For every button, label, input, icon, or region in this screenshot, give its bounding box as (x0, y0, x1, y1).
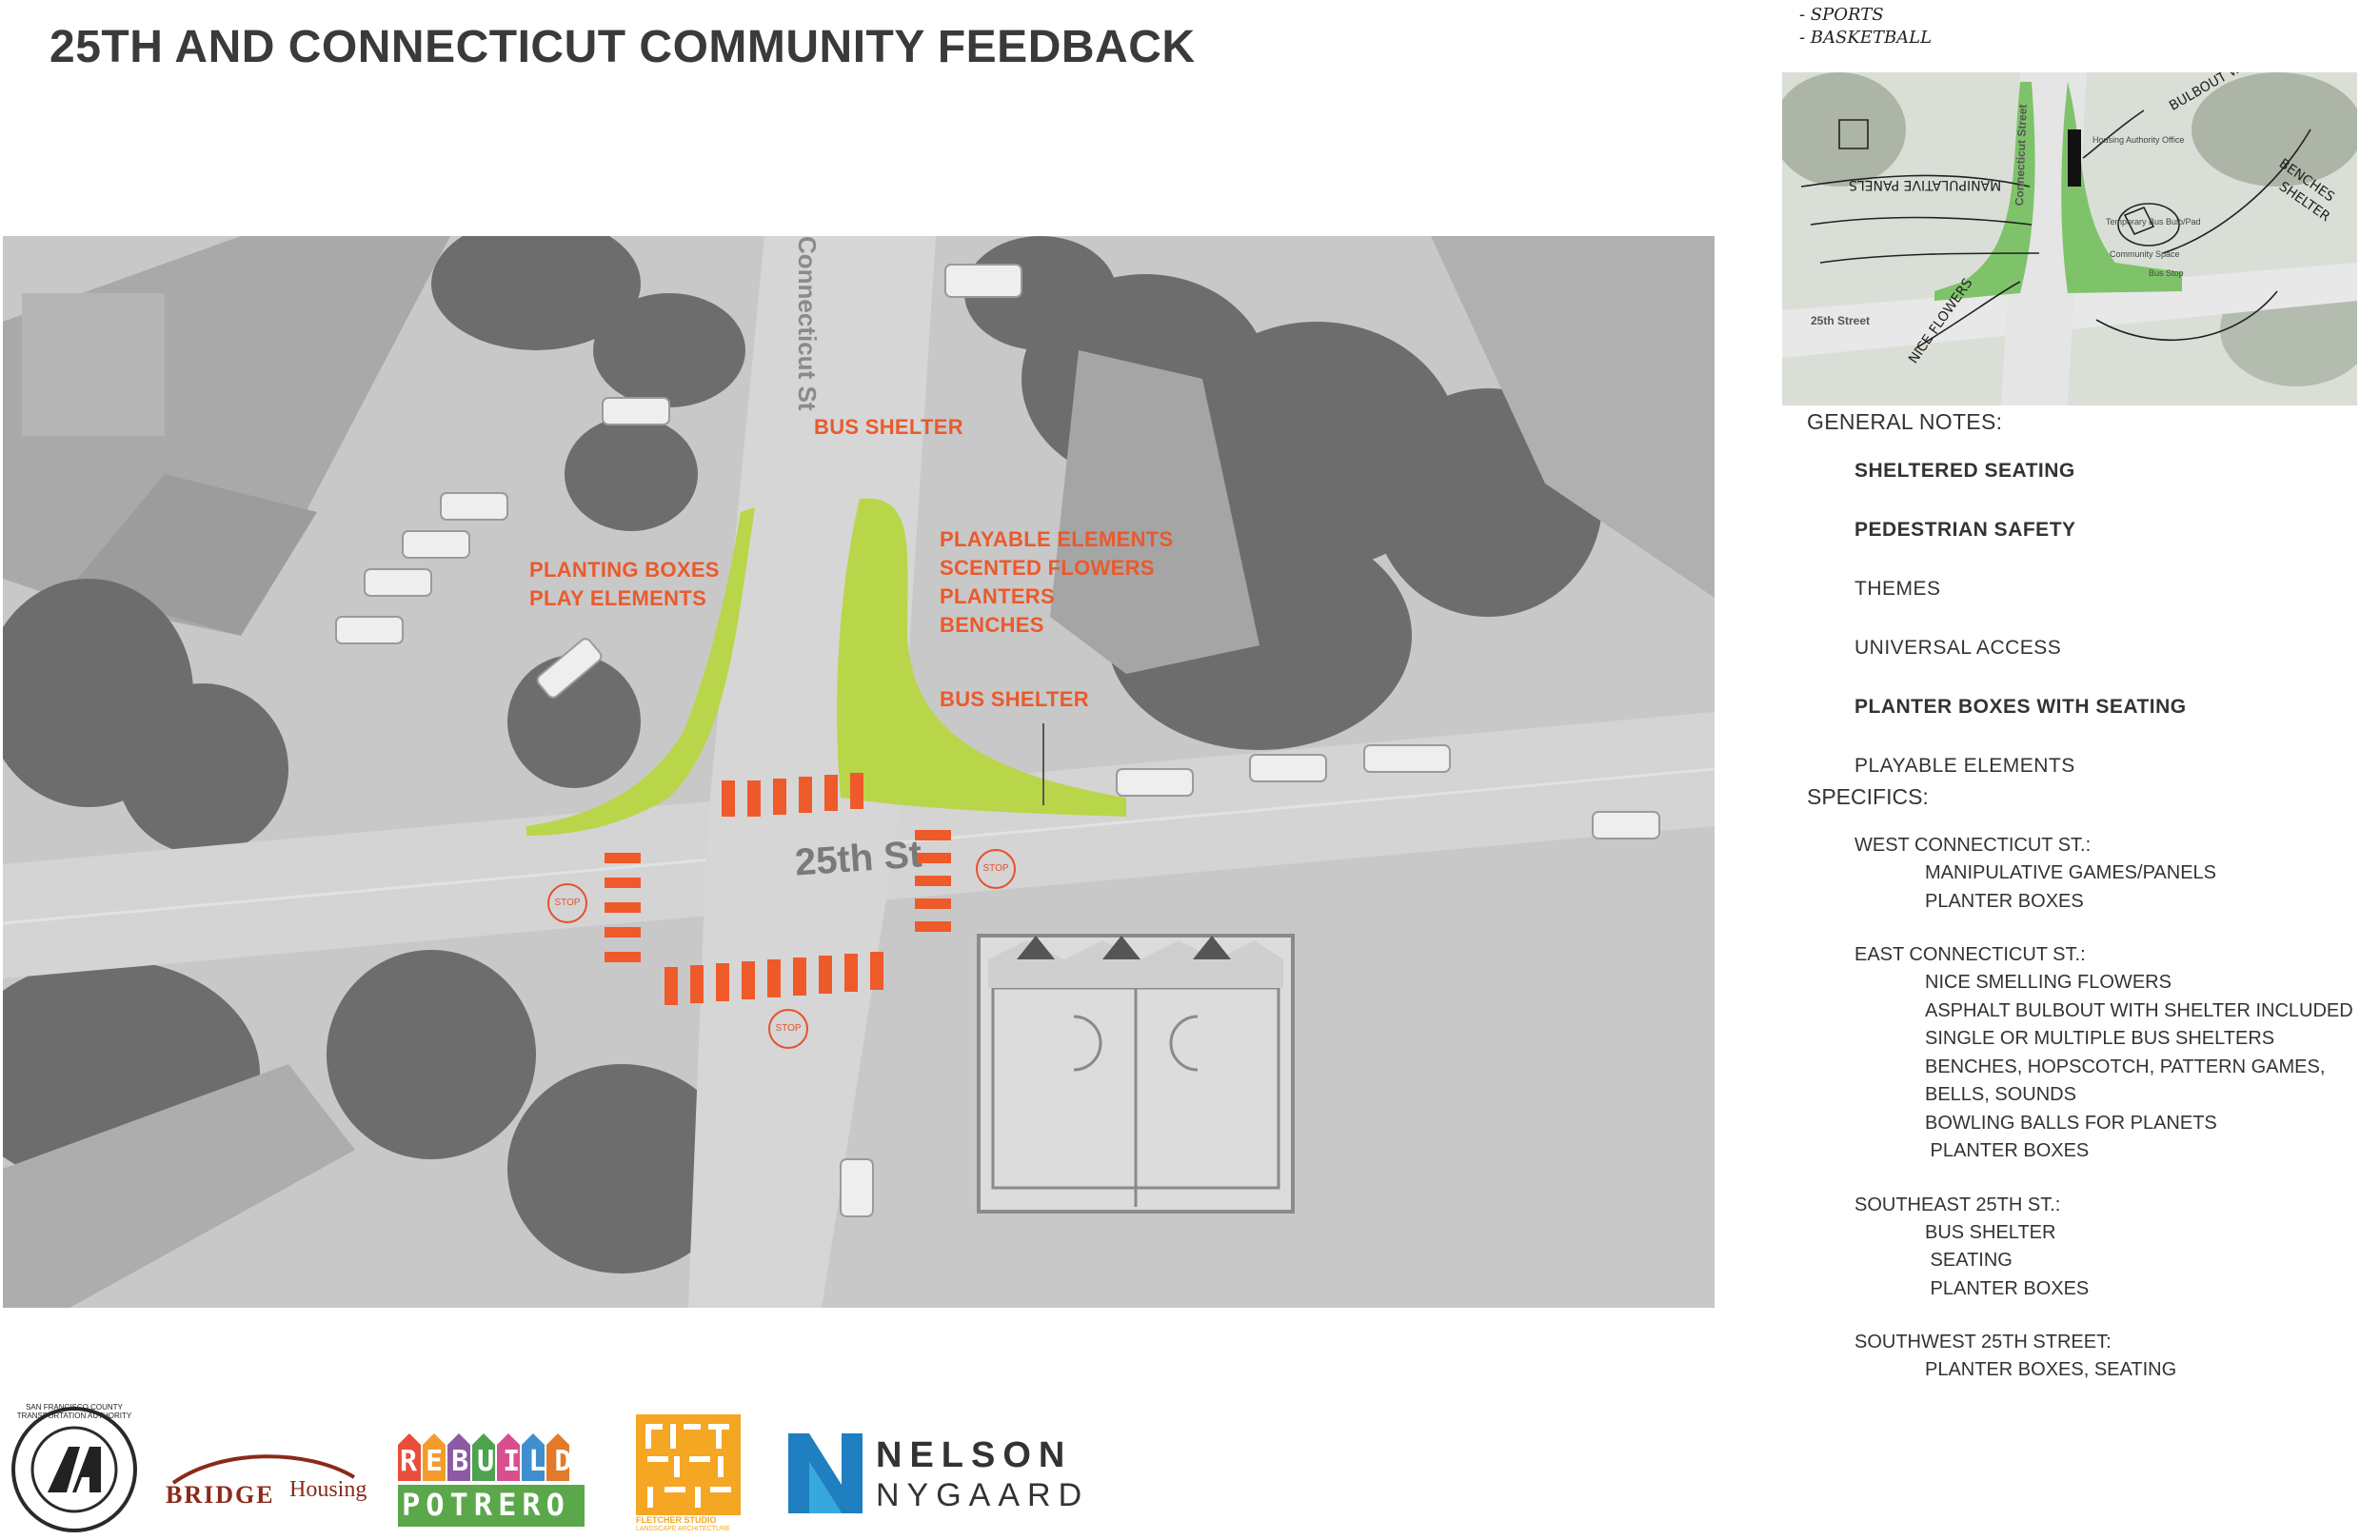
aerial-map: Connecticut St 25th St BUS SHELTER PLANT… (3, 236, 1715, 1308)
note-item: THEMES (1854, 578, 1941, 600)
callout-east-line: PLANTERS (940, 584, 1055, 608)
fletcher-sub2-text: LANDSCAPE ARCHITECTURE (636, 1526, 730, 1532)
handwritten-top-note: - SPORTS - BASKETBALL (1799, 4, 1932, 49)
specifics-item: PLANTER BOXES (1925, 890, 2084, 912)
general-notes-heading: GENERAL NOTES: (1807, 409, 2003, 434)
specifics-group-title: WEST CONNECTICUT ST.: (1854, 835, 2092, 856)
partner-logos: SAN FRANCISCO COUNTY TRANSPORTATION AUTH… (0, 1399, 1142, 1540)
housing-text: Housing (289, 1477, 367, 1502)
connecticut-st-label: Connecticut St (793, 236, 822, 411)
rebuild-potrero-logo: REBUILD POTRERO (398, 1428, 588, 1532)
sketch-temp-bus-label: Temporary Bus Bulb/Pad (2106, 217, 2201, 227)
west-bulbout (526, 507, 755, 836)
sketch-housing-label: Housing Authority Office (2092, 135, 2185, 145)
rebuild-houses-icon (398, 1433, 585, 1527)
25th-st-label: 25th St (793, 833, 923, 884)
callout-east-line: BENCHES (940, 613, 1044, 637)
callout-bus-shelter-east: BUS SHELTER (940, 687, 1089, 711)
specifics-group-title: EAST CONNECTICUT ST.: (1854, 944, 2086, 965)
callout-west: PLANTING BOXES PLAY ELEMENTS (529, 556, 720, 613)
page-title: 25TH AND CONNECTICUT COMMUNITY FEEDBACK (50, 22, 1196, 72)
note-item: PLAYABLE ELEMENTS (1854, 755, 2075, 777)
note-item: PEDESTRIAN SAFETY (1854, 519, 2076, 541)
callout-west-line: PLANTING BOXES (529, 558, 720, 582)
sfcta-logo: SAN FRANCISCO COUNTY TRANSPORTATION AUTH… (10, 1403, 139, 1534)
crosswalk-north (722, 773, 863, 817)
aerial-map-graphics (3, 236, 1715, 1308)
specifics: SPECIFICS: WEST CONNECTICUT ST.: MANIPUL… (1807, 784, 2378, 1410)
bridge-text: BRIDGE (166, 1481, 275, 1509)
note-item: PLANTER BOXES WITH SEATING (1854, 696, 2187, 718)
specifics-item: PLANTER BOXES, SEATING (1925, 1359, 2177, 1380)
specifics-item: PLANTER BOXES (1925, 1277, 2090, 1299)
east-bulbout (837, 498, 1126, 817)
callout-west-line: PLAY ELEMENTS (529, 586, 707, 610)
general-notes: GENERAL NOTES: SHELTERED SEATING PEDESTR… (1807, 409, 2369, 814)
nygaard-text: NYGAARD (876, 1477, 1090, 1513)
callout-east-line: SCENTED FLOWERS (940, 556, 1155, 580)
specifics-group: EAST CONNECTICUT ST.: NICE SMELLING FLOW… (1854, 940, 2378, 1166)
callout-east-line: PLAYABLE ELEMENTS (940, 527, 1174, 551)
specifics-item: BENCHES, HOPSCOTCH, PATTERN GAMES, (1925, 1056, 2326, 1077)
stop-sign-icon: STOP (976, 849, 1016, 889)
specifics-item: BUS SHELTER (1925, 1221, 2056, 1243)
specifics-group-title: SOUTHWEST 25TH STREET: (1854, 1332, 2112, 1352)
sketch-note-panels: MANIPULATIVE PANELS (1849, 177, 2002, 192)
note-item: SHELTERED SEATING (1854, 460, 2075, 482)
specifics-group-title: SOUTHEAST 25TH ST.: (1854, 1194, 2061, 1215)
specifics-item: SINGLE OR MULTIPLE BUS SHELTERS (1925, 1028, 2275, 1049)
fletcher-sub-text: FLETCHER STUDIO (636, 1515, 717, 1525)
specifics-item: MANIPULATIVE GAMES/PANELS (1925, 862, 2217, 883)
crosswalk-west (605, 853, 641, 962)
sketch-graphics (1782, 72, 2357, 405)
stop-sign-icon: STOP (547, 883, 587, 923)
bridge-housing-logo: BRIDGE Housing (164, 1449, 383, 1509)
specifics-group: SOUTHEAST 25TH ST.: BUS SHELTER SEATING … (1854, 1191, 2378, 1304)
callout-east: PLAYABLE ELEMENTS SCENTED FLOWERS PLANTE… (940, 525, 1174, 640)
handwritten-line: - SPORTS (1799, 5, 1884, 25)
specifics-item: NICE SMELLING FLOWERS (1925, 972, 2172, 993)
stop-sign-icon: STOP (768, 1009, 808, 1049)
specifics-item: PLANTER BOXES (1925, 1140, 2090, 1161)
handwritten-line: - BASKETBALL (1799, 28, 1933, 48)
crosswalk-south (664, 952, 883, 1005)
specifics-item: BOWLING BALLS FOR PLANETS (1925, 1112, 2217, 1134)
fletcher-mark-icon (636, 1414, 741, 1515)
specifics-heading: SPECIFICS: (1807, 784, 1929, 809)
sketch-bus-stop-label: Bus Stop (2149, 268, 2184, 278)
nelson-n-icon (788, 1433, 863, 1513)
potrero-text: POTRERO (402, 1487, 570, 1523)
specifics-item: ASPHALT BULBOUT WITH SHELTER INCLUDED (1925, 999, 2353, 1021)
crosswalk-east (915, 830, 951, 932)
bridge-arch-icon (171, 1454, 356, 1485)
specifics-group: WEST CONNECTICUT ST.: MANIPULATIVE GAMES… (1854, 831, 2378, 916)
sketch-25th-label: 25th Street (1811, 314, 1871, 327)
note-item: UNIVERSAL ACCESS (1854, 637, 2062, 659)
fletcher-studio-logo: FLETCHER STUDIO LANDSCAPE ARCHITECTURE (636, 1414, 741, 1536)
specifics-item: SEATING (1925, 1250, 2013, 1271)
specifics-group: SOUTHWEST 25TH STREET: PLANTER BOXES, SE… (1854, 1328, 2378, 1385)
nelson-text: NELSON (876, 1435, 1073, 1475)
sketch-plan: Connecticut Street 25th Street Housing A… (1782, 72, 2357, 405)
specifics-item: BELLS, SOUNDS (1925, 1084, 2076, 1105)
nelson-nygaard-logo: NELSON NYGAARD (788, 1433, 1081, 1513)
rebuild-text: REBUILD (400, 1445, 581, 1478)
sfcta-seal-icon (11, 1407, 137, 1532)
sfcta-ring-text: SAN FRANCISCO COUNTY TRANSPORTATION AUTH… (16, 1403, 132, 1420)
callout-bus-shelter-top: BUS SHELTER (814, 415, 963, 439)
sketch-community-label: Community Space (2110, 249, 2180, 259)
